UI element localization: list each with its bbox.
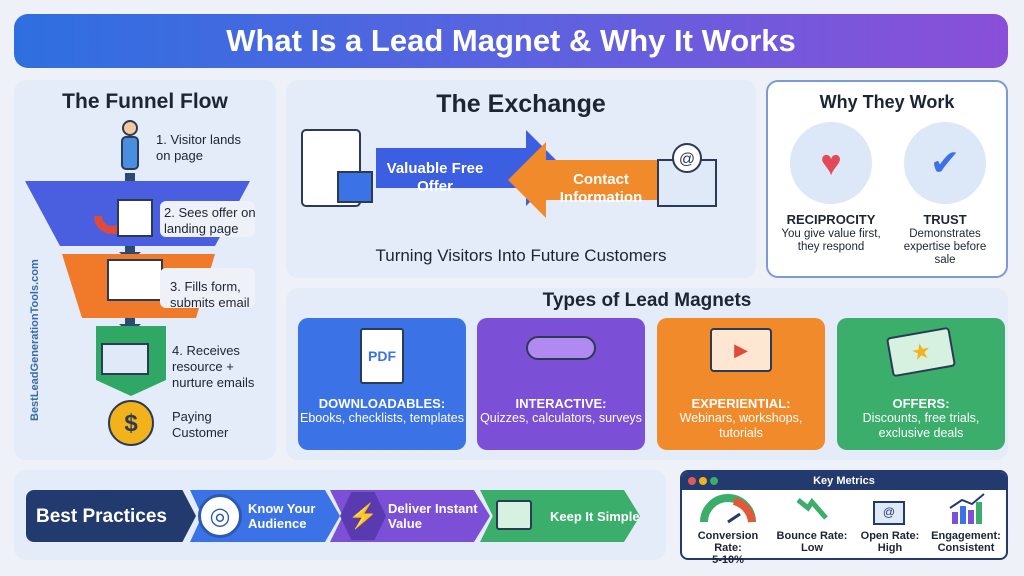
- type-card-experiential: ▶ EXPERIENTIAL: Webinars, workshops, tut…: [657, 318, 825, 450]
- metrics-titlebar: Key Metrics: [682, 472, 1006, 490]
- funnel-graphic: $: [25, 120, 255, 446]
- types-heading: Types of Lead Magnets: [542, 290, 752, 311]
- person-icon: [121, 120, 139, 170]
- metric-label: Bounce Rate:: [776, 530, 848, 542]
- ticket-icon: ★: [886, 326, 956, 378]
- form-icon: [107, 259, 163, 301]
- funnel-step-4: 4. Receives resource + nurture emails: [172, 343, 255, 390]
- pdf-icon: PDF: [360, 328, 404, 384]
- svg-text:$: $: [124, 410, 138, 437]
- exchange-heading: The Exchange: [436, 90, 606, 118]
- metric-value: Low: [801, 542, 823, 554]
- svg-text:@: @: [679, 151, 695, 168]
- exchange-graphic: @: [301, 129, 717, 218]
- practice-label: Know Your Audience: [248, 501, 316, 531]
- coin-icon: [108, 400, 154, 446]
- handshake-icon: ♥: [790, 122, 872, 204]
- gift-icon: [337, 171, 373, 203]
- type-desc: Quizzes, calculators, surveys: [480, 411, 642, 425]
- why-desc-trust: Demonstrates expertise before sale: [903, 228, 987, 266]
- envelope-icon: [101, 343, 149, 375]
- layout-icon: [496, 500, 532, 530]
- why-desc-reciprocity: You give value first, they respond: [781, 228, 881, 253]
- funnel-step-3: 3. Fills form, submits email: [170, 279, 250, 310]
- arrow-left: [508, 142, 691, 218]
- metric-engagement: Engagement:Consistent: [926, 530, 1006, 554]
- metric-open: Open Rate:High: [850, 530, 930, 554]
- type-desc: Webinars, workshops, tutorials: [679, 411, 803, 440]
- metric-value: Consistent: [937, 542, 995, 554]
- window-dot-green: [710, 477, 718, 485]
- video-play-icon: ▶: [710, 328, 772, 372]
- type-title: OFFERS:: [892, 396, 950, 411]
- type-card-offers: ★ OFFERS: Discounts, free trials, exclus…: [837, 318, 1005, 450]
- metric-conversion: Conversion Rate:5-10%: [688, 530, 768, 566]
- metric-value: High: [877, 542, 903, 554]
- click-button-icon: [526, 336, 596, 360]
- email-open-icon: @: [873, 501, 905, 525]
- practice-label: Keep It Simple: [550, 508, 640, 524]
- trend-down-icon: [796, 497, 828, 520]
- type-card-downloadables: PDF DOWNLOADABLES: Ebooks, checklists, t…: [298, 318, 466, 450]
- practices-heading: Best Practices: [26, 490, 196, 542]
- gauge-icon: [700, 494, 756, 524]
- metric-label: Engagement:: [931, 530, 1001, 542]
- why-heading: Why They Work: [819, 92, 955, 112]
- funnel-step-2: 2. Sees offer on landing page: [164, 205, 256, 236]
- why-title-reciprocity: RECIPROCITY: [786, 212, 876, 227]
- metric-bounce: Bounce Rate:Low: [772, 530, 852, 554]
- metric-label: Conversion Rate:: [697, 530, 759, 554]
- practice-label: Deliver Instant Value: [388, 501, 478, 531]
- type-title: DOWNLOADABLES:: [318, 396, 446, 411]
- type-desc: Ebooks, checklists, templates: [300, 411, 464, 425]
- watermark: BestLeadGenerationTools.com: [29, 259, 41, 421]
- landing-page-icon: [117, 199, 153, 237]
- type-title: EXPERIENTIAL:: [691, 396, 791, 411]
- window-dot-yellow: [699, 477, 707, 485]
- svg-text:@: @: [883, 505, 895, 519]
- type-title: INTERACTIVE:: [515, 396, 607, 411]
- shield-check-icon: ✔: [904, 122, 986, 204]
- offer-label: Valuable Free Offer: [386, 160, 484, 195]
- metrics-heading: Key Metrics: [813, 475, 875, 487]
- bar-chart-up-icon: [949, 493, 985, 524]
- metric-label: Open Rate:: [860, 530, 920, 542]
- metrics-icons: @: [700, 493, 985, 525]
- funnel-step-1: 1. Visitor lands on page: [156, 132, 242, 163]
- type-desc: Discounts, free trials, exclusive deals: [862, 411, 980, 440]
- why-title-trust: TRUST: [923, 212, 967, 227]
- type-card-interactive: INTERACTIVE: Quizzes, calculators, surve…: [477, 318, 645, 450]
- window-dot-red: [688, 477, 696, 485]
- page-title: What Is a Lead Magnet & Why It Works: [14, 14, 1008, 68]
- metric-value: 5-10%: [712, 554, 744, 566]
- funnel-heading: The Funnel Flow: [62, 90, 228, 113]
- exchange-caption: Turning Visitors Into Future Customers: [375, 246, 667, 265]
- contact-label: Contact Information: [559, 171, 643, 206]
- funnel-step-5: Paying Customer: [172, 409, 229, 440]
- target-icon: ◎: [198, 494, 242, 538]
